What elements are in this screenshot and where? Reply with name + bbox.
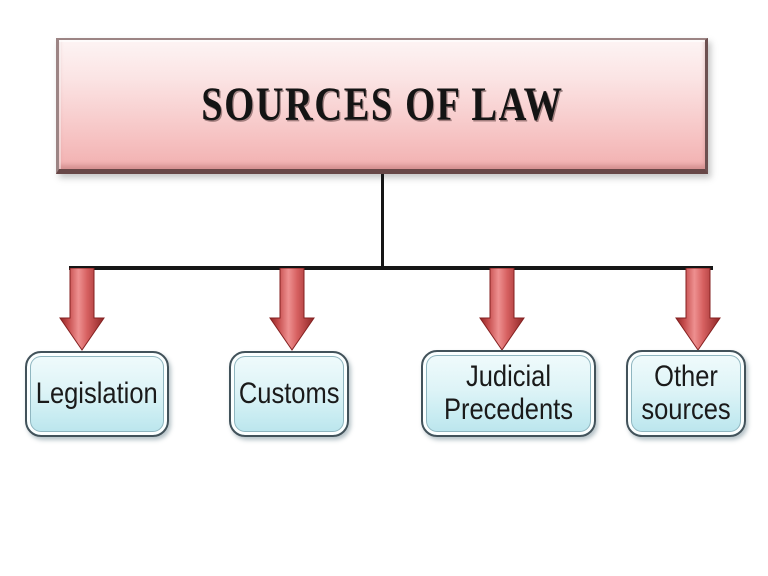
page-title: SOURCES OF LAW (200, 78, 564, 131)
node-other-sources: Other sources (626, 350, 746, 437)
down-arrow-icon (675, 268, 721, 351)
connector-horizontal-line (69, 266, 713, 270)
connector-vertical-line (381, 174, 384, 267)
node-label: Customs (238, 376, 340, 410)
node-label: Judicial Precedents (443, 360, 573, 426)
title-box: SOURCES OF LAW (56, 38, 708, 174)
down-arrow-icon (479, 268, 525, 351)
node-customs: Customs (229, 351, 349, 437)
node-label: Other sources (641, 360, 731, 426)
down-arrow-icon (269, 268, 315, 351)
node-label: Legislation (36, 376, 158, 410)
node-judicial-precedents: Judicial Precedents (421, 350, 596, 437)
down-arrow-icon (59, 268, 105, 351)
node-legislation: Legislation (25, 351, 169, 437)
